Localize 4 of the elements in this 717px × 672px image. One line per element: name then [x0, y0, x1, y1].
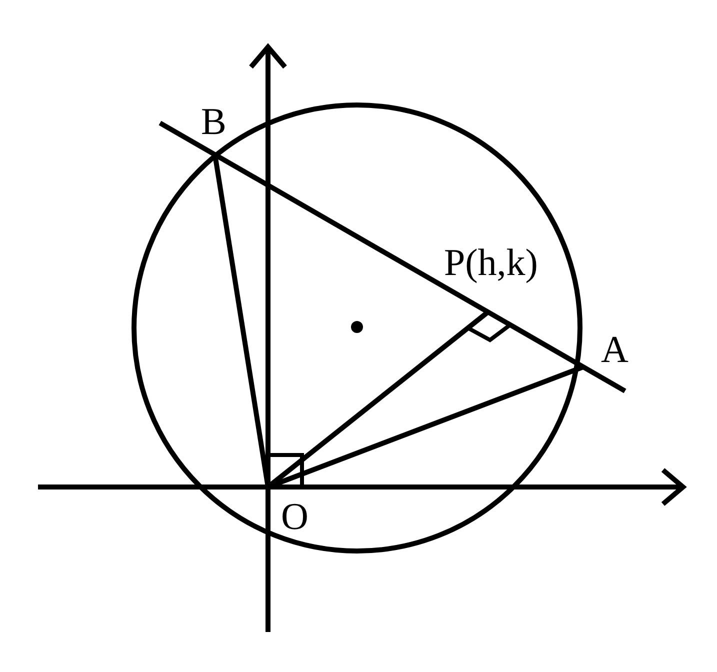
point-label: O [281, 498, 308, 536]
point-label: B [201, 103, 226, 141]
point-label: P(h,k) [444, 244, 538, 282]
point-label: A [601, 331, 628, 369]
